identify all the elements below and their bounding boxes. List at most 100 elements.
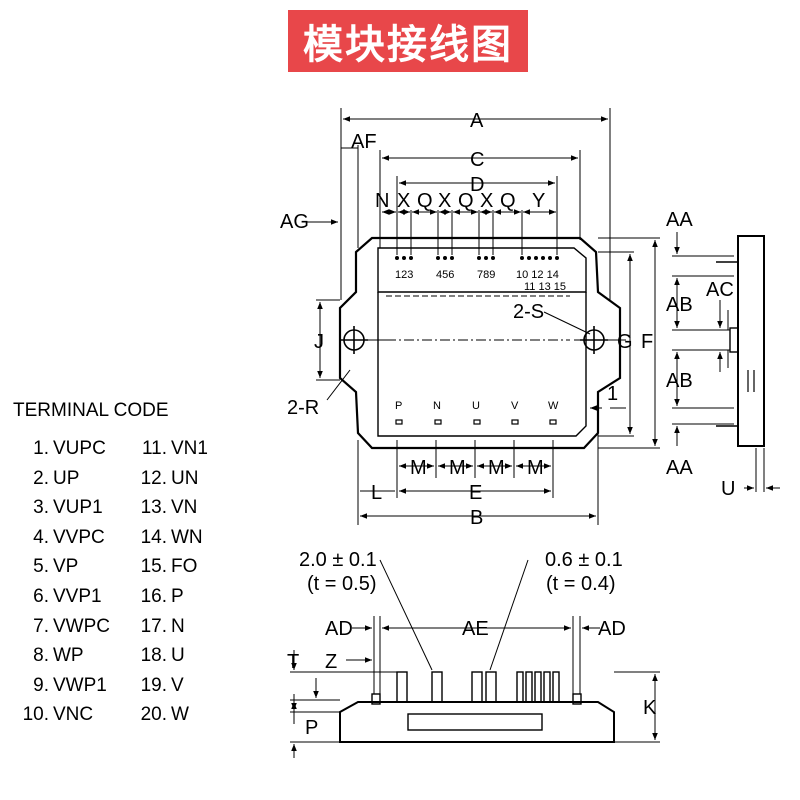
note-thickness-2: 0.6 ± 0.1 [545,549,623,571]
note-thickness-1: 2.0 ± 0.1 [299,549,377,571]
pin-V: V [511,400,519,412]
terminal-number: 18. [140,645,167,667]
terminal-item: 7.VWPC [13,612,131,642]
label-2R: 2-R [287,397,319,419]
terminal-number: 17. [140,615,167,637]
dim-X3: X [480,190,493,212]
terminal-code-title: TERMINAL CODE [13,400,169,421]
terminal-name: W [171,704,189,726]
dim-N: N [375,190,389,212]
dim-L: L [371,482,382,504]
terminal-item: 11.VN1 [131,434,243,464]
pin-group-3: 789 [477,269,495,281]
terminal-number: 5. [33,556,49,578]
terminal-name: WP [53,645,84,667]
terminal-name: FO [171,556,198,578]
dim-G: G [617,331,633,353]
terminal-number: 9. [33,674,49,696]
terminal-number: 16. [140,585,167,607]
terminal-name: VVPC [53,526,105,548]
terminal-name: U [171,645,185,667]
terminal-item: 9.VWP1 [13,671,131,701]
terminal-item: 20.W [131,700,243,730]
dim-M3: M [488,457,505,479]
terminal-item: 10.VNC [13,700,131,730]
terminal-number: 6. [33,585,49,607]
terminal-name: VUP1 [53,497,103,519]
terminal-item: 16.P [131,582,243,612]
note-thickness-2-t: (t = 0.4) [546,573,615,595]
terminal-name: VP [53,556,79,578]
terminal-name: VN1 [171,438,208,459]
terminal-item: 15.FO [131,552,243,582]
terminal-name: P [171,585,184,607]
terminal-item: 19.V [131,671,243,701]
terminal-name: VVP1 [53,585,102,607]
terminal-item: 12.UN [131,464,243,494]
pin-group-2: 456 [436,269,454,281]
pin-group-1: 123 [395,269,413,281]
terminal-item: 13.VN [131,493,243,523]
terminal-number: 12. [140,467,167,489]
terminal-item: 17.N [131,612,243,642]
dim-Q1: Q [417,190,433,212]
dim-M4: M [527,457,544,479]
terminal-item: 1.VUPC [13,434,131,464]
terminal-name: VWP1 [53,674,107,696]
side-dim-AB-lower: AB [666,370,693,392]
dim-C: C [470,149,484,171]
dim-AD-left: AD [325,618,353,640]
dim-D: D [470,174,484,196]
terminal-name: UP [53,467,80,489]
terminal-item: 5.VP [13,552,131,582]
terminal-item: 8.WP [13,641,131,671]
terminal-name: VWPC [53,615,110,637]
dim-E: E [469,482,482,504]
terminal-name: VUPC [53,438,106,459]
top-view-outline [338,236,622,450]
side-dim-AB-upper: AB [666,294,693,316]
terminal-item: 2.UP [13,464,131,494]
terminal-name: N [171,615,185,637]
pin-group-4a: 10 12 14 [516,269,559,281]
mount-hole-left [340,326,368,354]
dim-AE: AE [462,618,489,640]
dim-AD-right: AD [598,618,626,640]
terminal-number: 7. [33,615,49,637]
pin-N: N [433,400,441,412]
mount-hole-right [580,326,608,354]
terminal-number: 4. [33,526,49,548]
dim-X2: X [438,190,451,212]
terminal-number: 10. [22,704,49,726]
terminal-name: UN [171,467,199,489]
side-dim-AA-bottom: AA [666,457,693,479]
dim-M2: M [449,457,466,479]
label-2S: 2-S [513,301,544,323]
pin-group-4b: 11 13 15 [524,281,566,293]
side-dim-AA-top: AA [666,209,693,231]
dim-X1: X [397,190,410,212]
terminal-item: 3.VUP1 [13,493,131,523]
pin-P: P [395,400,402,412]
dim-T: T [287,651,299,673]
terminal-name: V [171,674,184,696]
dim-P: P [305,717,318,739]
terminal-item: 14.WN [131,523,243,553]
dim-A: A [470,110,484,132]
diagram-title: 模块接线图 [288,10,528,72]
dim-M1: M [410,457,427,479]
pin-W: W [548,400,559,412]
terminal-number: 11. [141,438,167,459]
terminal-number: 20. [140,704,167,726]
side-dim-U: U [721,478,735,500]
side-dim-AC: AC [706,279,734,301]
terminal-number: 19. [140,674,167,696]
dim-K: K [643,697,657,719]
side-view [716,235,765,447]
dim-Z: Z [325,651,337,673]
dim-AF: AF [351,131,377,153]
terminal-number: 8. [33,645,49,667]
terminal-number: 3. [33,497,49,519]
